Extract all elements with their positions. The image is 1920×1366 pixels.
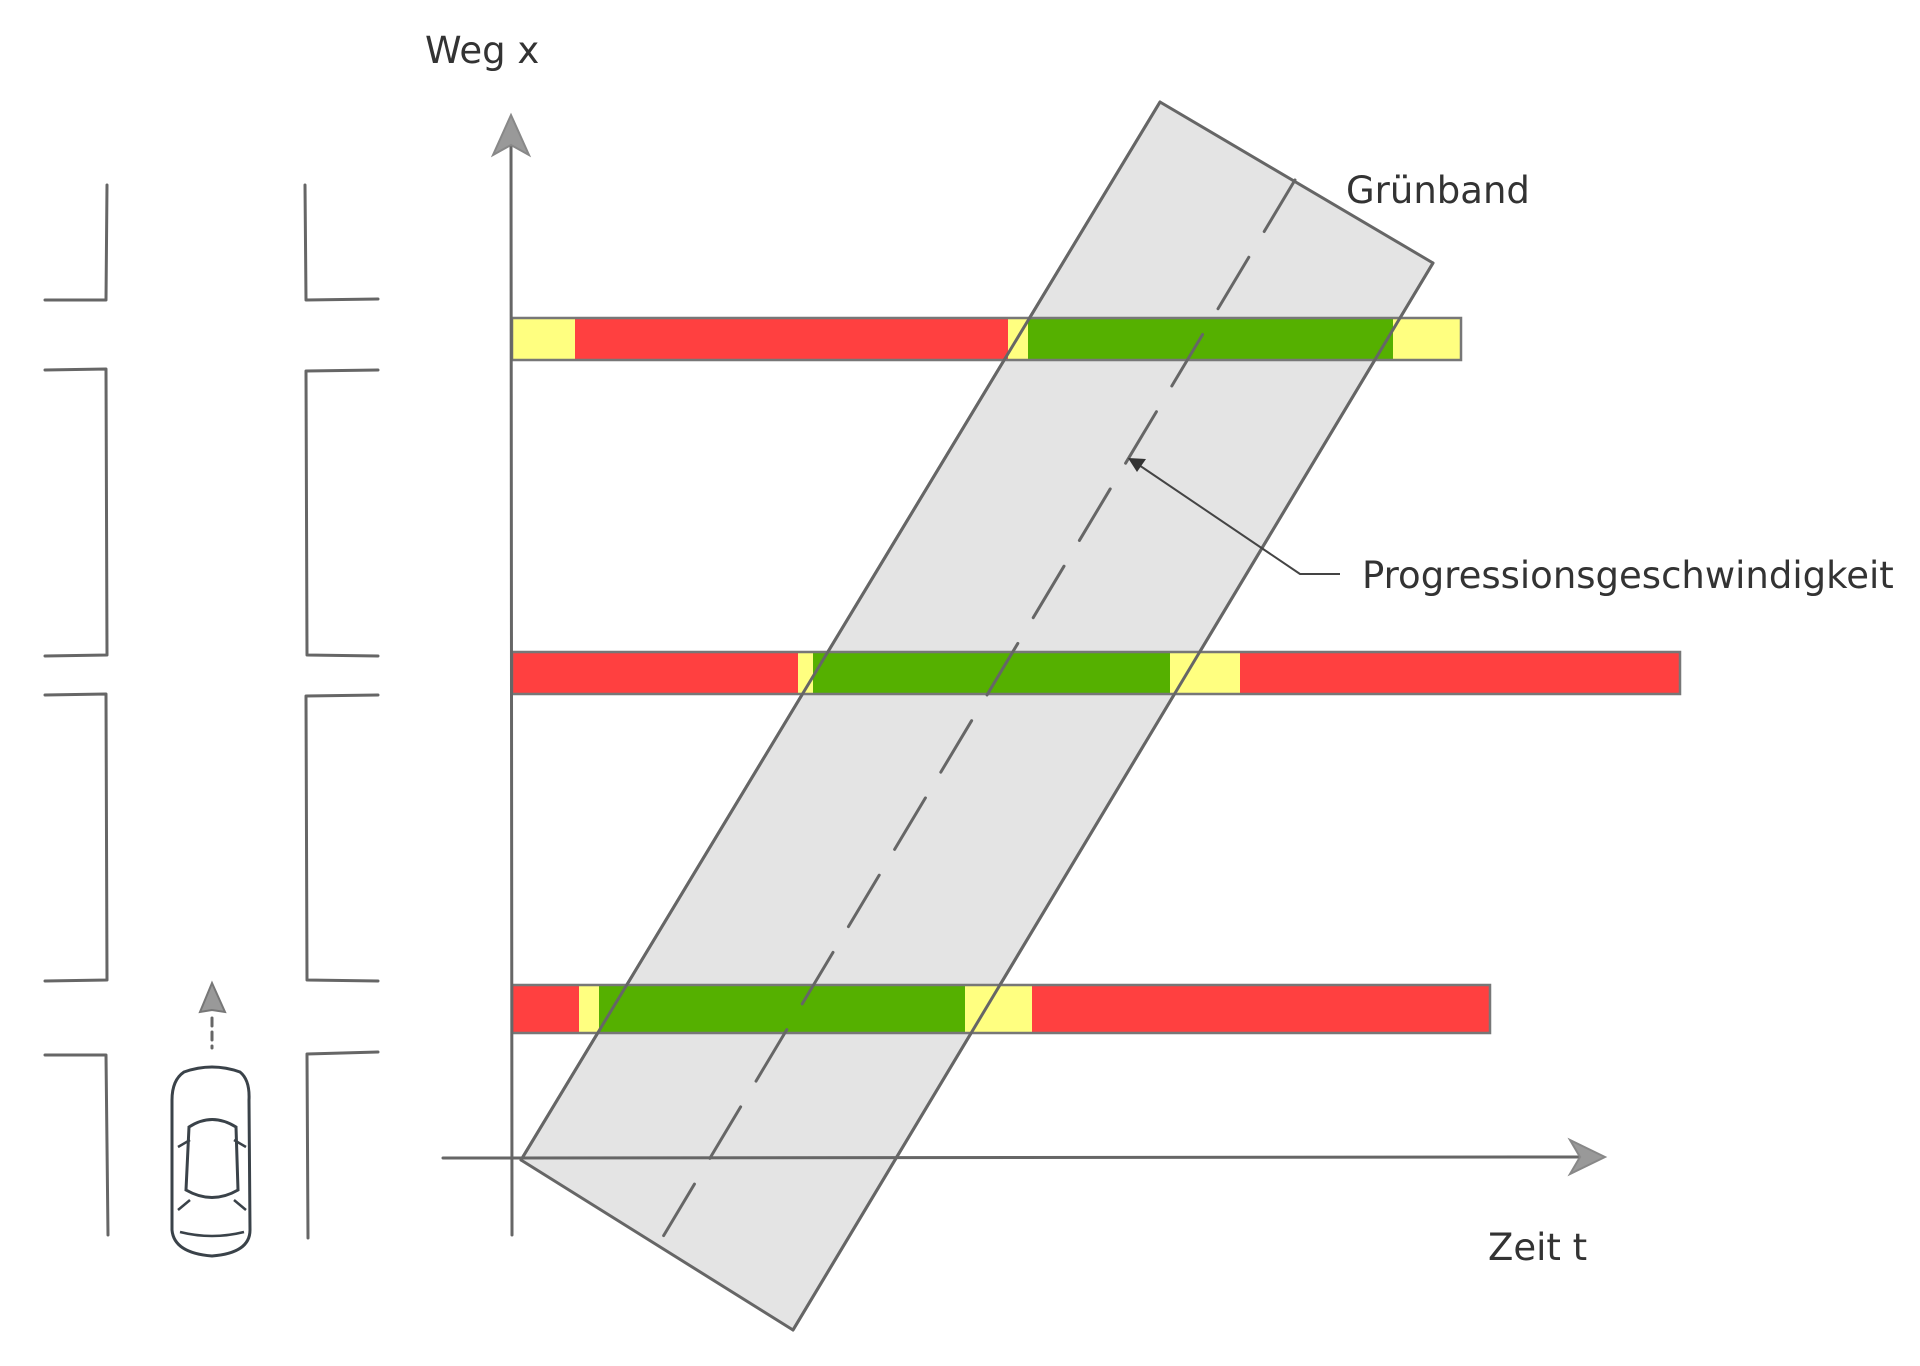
- phase-green: [1028, 318, 1393, 360]
- annotation-arrowhead-icon: [1128, 458, 1146, 472]
- phase-red: [1032, 985, 1490, 1033]
- street-curb: [43, 183, 109, 302]
- green-band: [519, 100, 1435, 1332]
- annotation-leader-line: [1135, 462, 1340, 575]
- green-band-edges: [519, 100, 1435, 1332]
- band-edge-left: [519, 100, 1162, 1162]
- phase-red: [1240, 652, 1680, 694]
- axes: [441, 112, 1608, 1237]
- car-roof-icon: [184, 1118, 240, 1199]
- street-curb: [303, 183, 380, 302]
- y-axis-arrow-icon: [490, 112, 532, 158]
- street-curb: [304, 693, 380, 983]
- car-detail: [177, 1138, 247, 1238]
- phase-yellow: [1393, 318, 1461, 360]
- street-curb: [43, 367, 109, 658]
- phase-yellow: [1170, 652, 1240, 694]
- x-axis: [441, 1155, 1582, 1160]
- green-band-label: Grünband: [1346, 169, 1530, 212]
- phase-red: [512, 652, 798, 694]
- green-band-area: [519, 100, 1435, 1332]
- phase-red: [575, 318, 1008, 360]
- signal-bar-bottom: [510, 983, 1492, 1035]
- x-axis-label: Zeit t: [1488, 1226, 1587, 1269]
- y-axis: [509, 138, 514, 1237]
- speed-annotation: [1128, 458, 1340, 575]
- street-curb: [304, 368, 380, 658]
- street-plan: [43, 183, 380, 1240]
- direction-arrow-icon: [198, 980, 227, 1014]
- car: [170, 980, 252, 1258]
- phase-red: [512, 985, 579, 1033]
- car-body-icon: [170, 1065, 252, 1258]
- phase-yellow: [512, 318, 575, 360]
- signal-bar-middle: [510, 650, 1682, 696]
- phase-yellow: [579, 985, 599, 1033]
- phase-green: [599, 985, 965, 1033]
- progression-speed-label: Progressionsgeschwindigkeit: [1362, 554, 1894, 597]
- street-curb: [43, 692, 109, 983]
- band-edge-right: [791, 261, 1435, 1332]
- x-axis-arrow-icon: [1567, 1137, 1608, 1177]
- progression-speed-line: [656, 178, 1297, 1247]
- y-axis-label: Weg x: [425, 29, 539, 72]
- signal-bar-top: [510, 316, 1463, 362]
- street-curb: [43, 1053, 110, 1237]
- street-curb: [305, 1050, 380, 1240]
